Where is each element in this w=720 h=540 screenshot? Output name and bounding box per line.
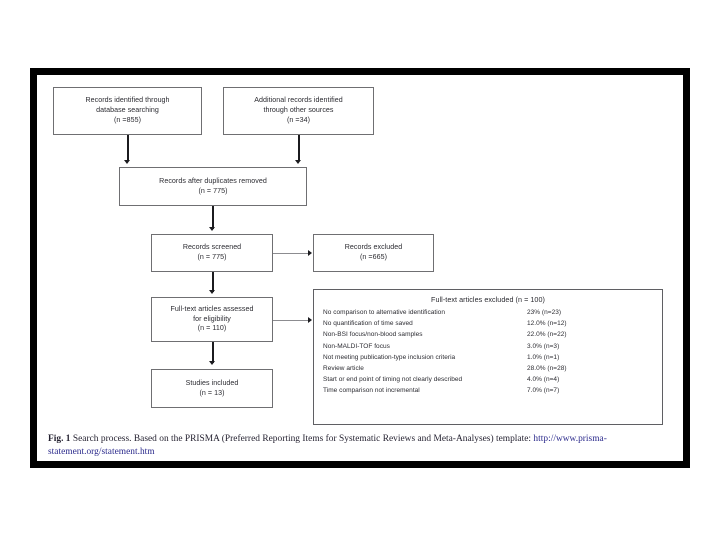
arrowhead-down [209, 227, 215, 231]
flow-box-count: (n = 110) [197, 324, 227, 333]
flow-box-line: Studies included [185, 378, 239, 387]
exclusion-row: No quantification of time saved 12.0% (n… [323, 320, 653, 329]
exclusion-value: 22.0% (n=22) [527, 331, 567, 339]
flow-box-count: (n = 775) [197, 253, 227, 261]
exclusion-reason: Not meeting publication-type inclusion c… [323, 353, 456, 361]
flow-box-line: through other sources [263, 106, 334, 115]
panel-title: Full-text articles excluded (n = 100) [431, 295, 545, 304]
exclusion-reason: Non-BSI focus/non-blood samples [323, 331, 423, 339]
exclusion-row: Non-MALDI-TOF focus 3.0% (n=3) [323, 343, 653, 352]
connector-database-to-duplicates [127, 135, 129, 161]
flow-box-line: database searching [96, 106, 159, 115]
flow-box-records-identified-database: Records identified through database sear… [53, 87, 202, 135]
flow-box-line: Records screened [182, 243, 242, 252]
flow-box-fulltext-articles-assessed: Full-text articles assessed for eligibil… [151, 297, 273, 342]
exclusion-value: 1.0% (n=1) [527, 353, 560, 361]
figure-canvas: Records identified through database sear… [37, 75, 683, 461]
exclusion-row: No comparison to alternative identificat… [323, 309, 653, 318]
exclusion-reason: Start or end point of timing not clearly… [323, 376, 463, 384]
flow-box-line: Records excluded [344, 243, 403, 252]
figure-caption-label: Fig. 1 [48, 434, 71, 444]
flow-box-line: Records identified through [85, 96, 170, 105]
connector-duplicates-to-screened [212, 206, 214, 229]
arrowhead-right [308, 250, 312, 256]
arrowhead-down [124, 160, 130, 164]
connector-screened-to-fulltext [212, 272, 214, 292]
flow-box-line: Records after duplicates removed [159, 176, 267, 185]
connector-other-to-duplicates [298, 135, 300, 161]
flow-box-records-after-duplicates-removed: Records after duplicates removed (n = 77… [119, 167, 307, 206]
flow-box-count: (n =855) [113, 115, 142, 124]
flow-box-studies-included: Studies included (n = 13) [151, 369, 273, 408]
panel-fulltext-articles-excluded: Full-text articles excluded (n = 100) No… [313, 289, 663, 425]
figure-caption-text: Search process. Based on the PRISMA (Pre… [72, 434, 532, 444]
exclusion-value: 3.0% (n=3) [527, 342, 560, 350]
figure-caption: Fig. 1 Search process. Based on the PRIS… [48, 433, 664, 460]
exclusion-row: Not meeting publication-type inclusion c… [323, 354, 653, 363]
exclusion-reason: Review article [323, 364, 364, 372]
exclusion-value: 12.0% (n=12) [527, 320, 567, 328]
flow-box-line: Full-text articles assessed [170, 304, 254, 313]
exclusion-value: 23% (n=23) [527, 309, 562, 316]
flow-box-additional-records-other-sources: Additional records identified through ot… [223, 87, 374, 135]
flow-box-line: for eligibility [193, 314, 231, 323]
exclusion-reason: No quantification of time saved [323, 320, 413, 328]
exclusion-row: Start or end point of timing not clearly… [323, 376, 653, 385]
arrowhead-down [209, 361, 215, 365]
flow-box-count: (n = 775) [198, 186, 228, 195]
exclusion-row: Non-BSI focus/non-blood samples 22.0% (n… [323, 331, 653, 340]
exclusion-reason: Time comparison not incremental [323, 387, 420, 395]
flow-box-count: (n =34) [286, 115, 311, 124]
figure-frame: Records identified through database sear… [30, 68, 690, 468]
connector-screened-to-records-excluded [273, 253, 309, 254]
exclusion-row: Review article 28.0% (n=28) [323, 365, 653, 374]
arrowhead-right [308, 317, 312, 323]
exclusion-value: 7.0% (n=7) [527, 387, 560, 395]
exclusion-reason: No comparison to alternative identificat… [323, 309, 445, 316]
exclusion-value: 4.0% (n=4) [527, 376, 560, 384]
exclusion-row: Time comparison not incremental 7.0% (n=… [323, 387, 653, 396]
flow-box-line: Additional records identified [254, 96, 343, 105]
connector-fulltext-to-exclusions [273, 320, 309, 321]
arrowhead-down [209, 290, 215, 294]
exclusion-value: 28.0% (n=28) [527, 364, 567, 372]
flow-box-records-excluded: Records excluded (n =665) [313, 234, 434, 272]
arrowhead-down [295, 160, 301, 164]
figure-caption-link[interactable]: http://www.prisma-statement.org/statemen… [48, 434, 607, 458]
exclusion-reason: Non-MALDI-TOF focus [323, 342, 390, 350]
flow-box-count: (n =665) [359, 253, 388, 261]
connector-fulltext-to-included [212, 342, 214, 363]
flow-box-count: (n = 13) [199, 388, 225, 397]
flow-box-records-screened: Records screened (n = 775) [151, 234, 273, 272]
